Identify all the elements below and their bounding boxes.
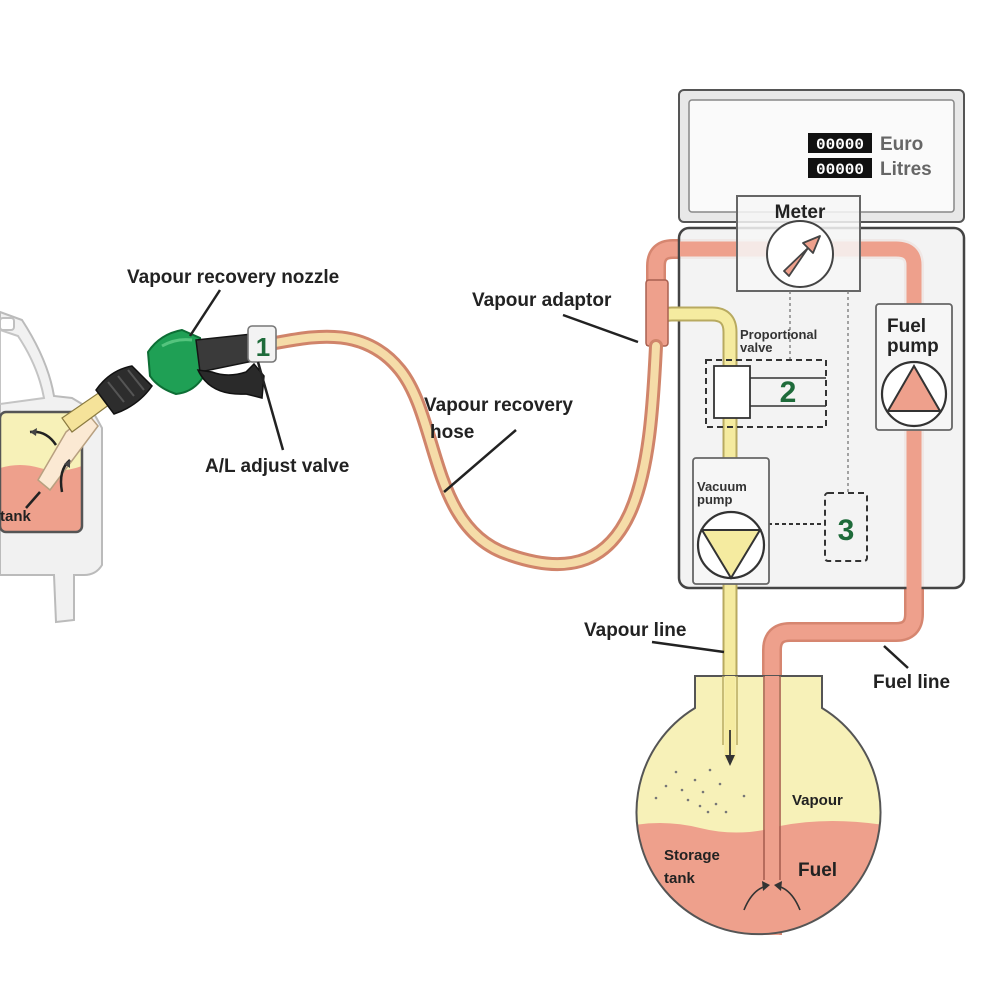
- fuel-line-leader-line: [883, 645, 909, 669]
- dispenser-display: 00000 Euro 00000 Litres: [678, 89, 965, 223]
- meter-label: Meter: [775, 202, 826, 223]
- litres-digits: 00000: [816, 161, 864, 179]
- hose-leader-line: [443, 429, 517, 493]
- proportional-valve-label-2: valve: [740, 340, 773, 355]
- euro-digits: 00000: [816, 136, 864, 154]
- vapour-recovery-hose: [261, 329, 663, 572]
- tank-fuel-label: Fuel: [798, 860, 837, 881]
- car-tank-label: tank: [0, 508, 32, 525]
- fuel-pump-label-1: Fuel: [887, 316, 926, 337]
- controller: 3: [824, 492, 868, 562]
- vapour-adaptor-label: Vapour adaptor: [472, 290, 612, 311]
- euro-counter: [808, 133, 872, 153]
- fuel-pump-triangle-icon: [886, 364, 942, 412]
- fuel-line-label: Fuel line: [873, 672, 950, 693]
- proportional-valve-label-1: Proportional: [740, 327, 817, 342]
- vapour-line-leader-line: [651, 640, 725, 654]
- marker-2: 2: [780, 376, 797, 409]
- fuel-pump: Fuel pump: [875, 303, 953, 431]
- vapour-adaptor: [645, 279, 669, 347]
- storage-tank: Vapour Fuel Storage tank: [635, 675, 882, 936]
- nozzle-leader-line: [188, 289, 222, 337]
- car-mirror: [0, 317, 15, 331]
- car: tank: [0, 310, 103, 624]
- al-adjust-valve-label: A/L adjust valve: [205, 456, 349, 477]
- vacuum-pump: Vacuum pump: [692, 457, 770, 585]
- adaptor-leader-line: [562, 313, 639, 344]
- car-window: [0, 328, 46, 406]
- meter-dial: [766, 220, 834, 288]
- vapour-dots: [654, 768, 746, 814]
- fuel-pump-label-2: pump: [887, 336, 939, 357]
- storage-tank-label-2: tank: [664, 870, 696, 887]
- vapour-recovery-hose-label-1: Vapour recovery: [424, 395, 573, 416]
- hose-coupling: [247, 325, 277, 363]
- callouts: Vapour recovery nozzle Vapour adaptor Va…: [127, 267, 950, 693]
- proportional-valve: Proportional valve 2: [705, 327, 827, 428]
- litres-counter: [808, 158, 872, 178]
- vapour-line-label: Vapour line: [584, 620, 686, 641]
- vacuum-pump-triangle-icon: [700, 529, 762, 580]
- meter-arrow-icon: [783, 235, 821, 277]
- storage-tank-label-1: Storage: [664, 847, 720, 864]
- vacuum-pump-label-1: Vacuum: [697, 479, 747, 494]
- litres-unit: Litres: [880, 159, 932, 180]
- meter: Meter: [736, 195, 861, 292]
- marker-3: 3: [838, 514, 855, 547]
- vapour-recovery-hose-label-2: hose: [430, 422, 474, 443]
- al-valve-leader-line: [256, 361, 285, 451]
- vacuum-pump-label-2: pump: [697, 492, 732, 507]
- vapour-recovery-nozzle: 1: [61, 325, 277, 433]
- euro-unit: Euro: [880, 134, 923, 155]
- vapour-recovery-nozzle-label: Vapour recovery nozzle: [127, 267, 339, 288]
- tank-vapour-label: Vapour: [792, 792, 843, 809]
- nozzle-bellows: [95, 365, 153, 415]
- marker-1: 1: [256, 332, 270, 362]
- fuel-line-inside: [680, 241, 922, 600]
